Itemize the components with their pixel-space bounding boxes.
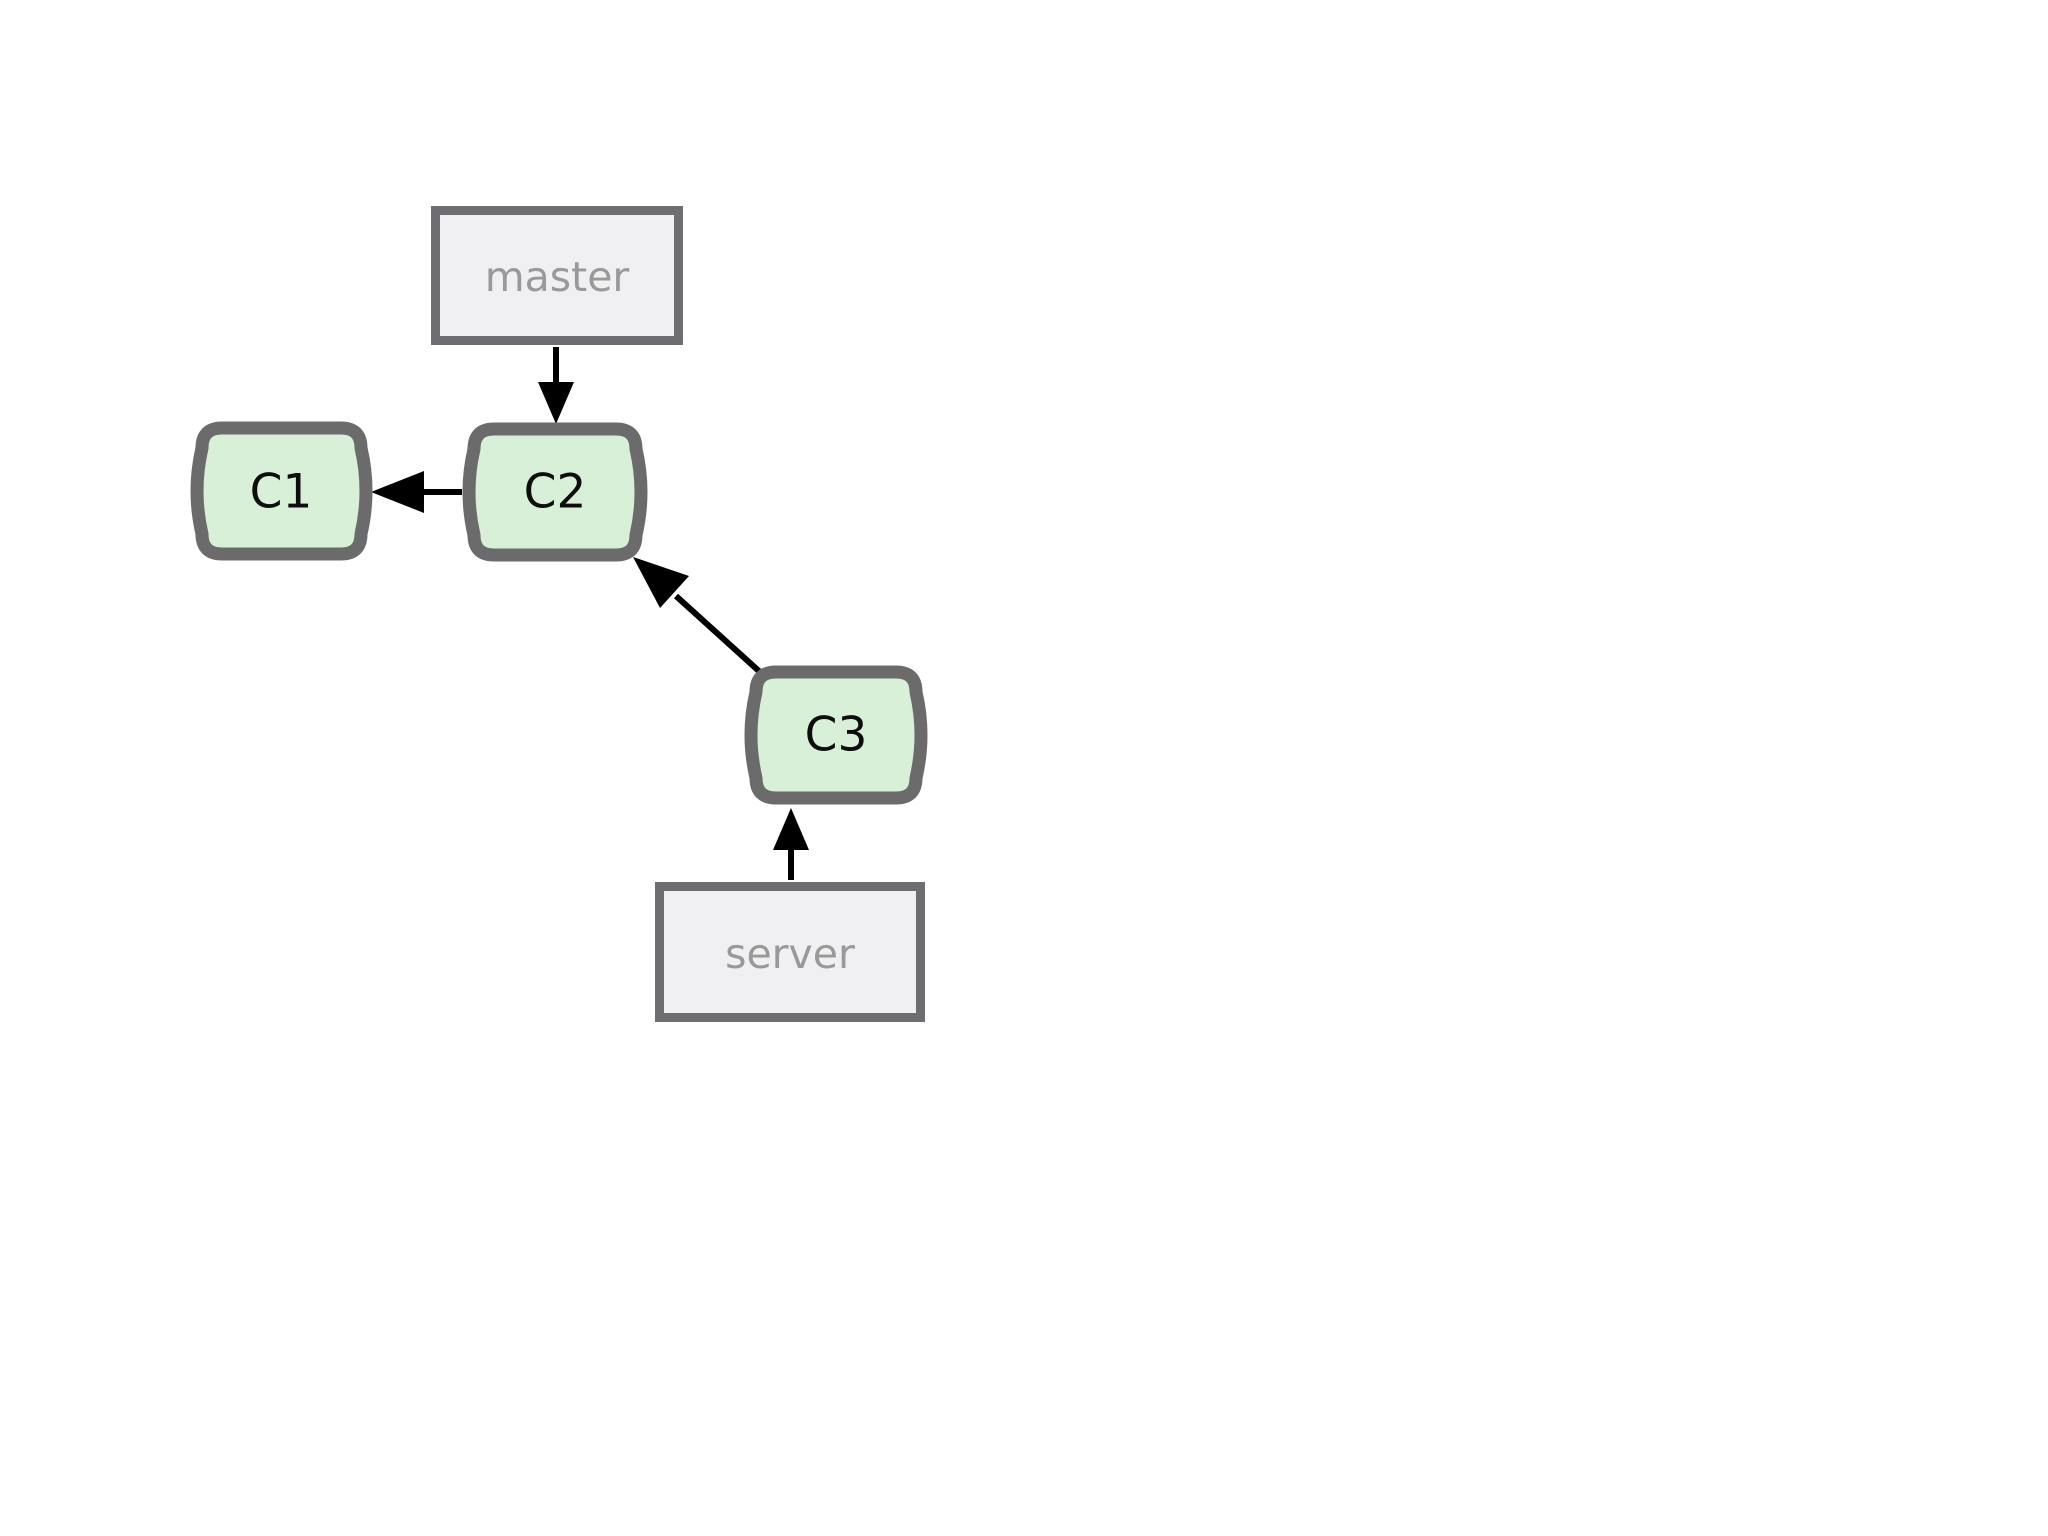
edge-master-to-c2-arrowhead — [538, 382, 574, 424]
commit-node-c1[interactable]: C1 — [190, 421, 373, 561]
branch-box-master[interactable]: master — [431, 206, 683, 345]
branch-box-master-label: master — [485, 253, 630, 301]
edge-server-to-c3-arrowhead — [773, 808, 809, 850]
branch-box-master-rect — [431, 206, 683, 345]
edge-server-to-c3 — [773, 808, 809, 880]
commit-node-c2[interactable]: C2 — [462, 422, 648, 562]
edge-c3-to-c2 — [633, 557, 763, 675]
branch-box-server-rect — [655, 882, 925, 1022]
branch-box-server-label: server — [725, 930, 855, 978]
commit-node-c2-label: C2 — [524, 465, 587, 520]
edge-c2-to-c1-arrowhead — [371, 471, 424, 513]
edge-c3-to-c2-arrowhead — [633, 557, 689, 608]
commit-node-c2-shape — [462, 422, 648, 562]
edge-master-to-c2 — [538, 347, 574, 424]
edge-c2-to-c1 — [371, 471, 462, 513]
commit-node-c3[interactable]: C3 — [744, 665, 928, 805]
commit-node-c1-label: C1 — [250, 465, 313, 520]
edge-c3-to-c2-line — [673, 593, 763, 675]
commit-node-c1-shape — [190, 421, 373, 561]
commit-node-c3-shape — [744, 665, 928, 805]
commit-node-c3-label: C3 — [805, 708, 868, 763]
branch-box-server[interactable]: server — [655, 882, 925, 1022]
